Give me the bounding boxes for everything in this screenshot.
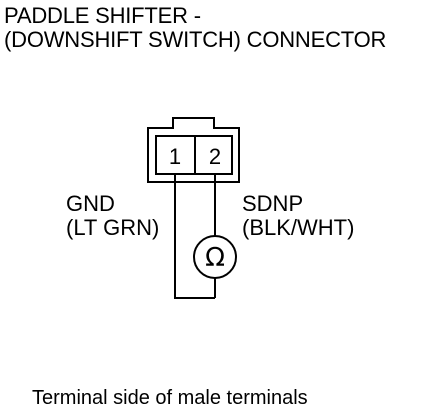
gnd-label: GND <box>66 191 115 216</box>
sdnp-wire-color: (BLK/WHT) <box>242 215 355 240</box>
ohmmeter-icon <box>193 235 237 279</box>
connector-housing <box>147 117 240 183</box>
sdnp-label: SDNP <box>242 191 304 216</box>
title-line-2: (DOWNSHIFT SWITCH) CONNECTOR <box>4 27 387 52</box>
gnd-wire-color: (LT GRN) <box>66 215 160 240</box>
test-lead-pin-1 <box>174 174 215 299</box>
title-line-1: PADDLE SHIFTER - <box>4 3 201 28</box>
pin-2-number: 2 <box>209 144 221 169</box>
pin-1-number: 1 <box>169 144 181 169</box>
footer-caption: Terminal side of male terminals <box>32 387 308 409</box>
ohm-symbol: Ω <box>205 243 225 273</box>
